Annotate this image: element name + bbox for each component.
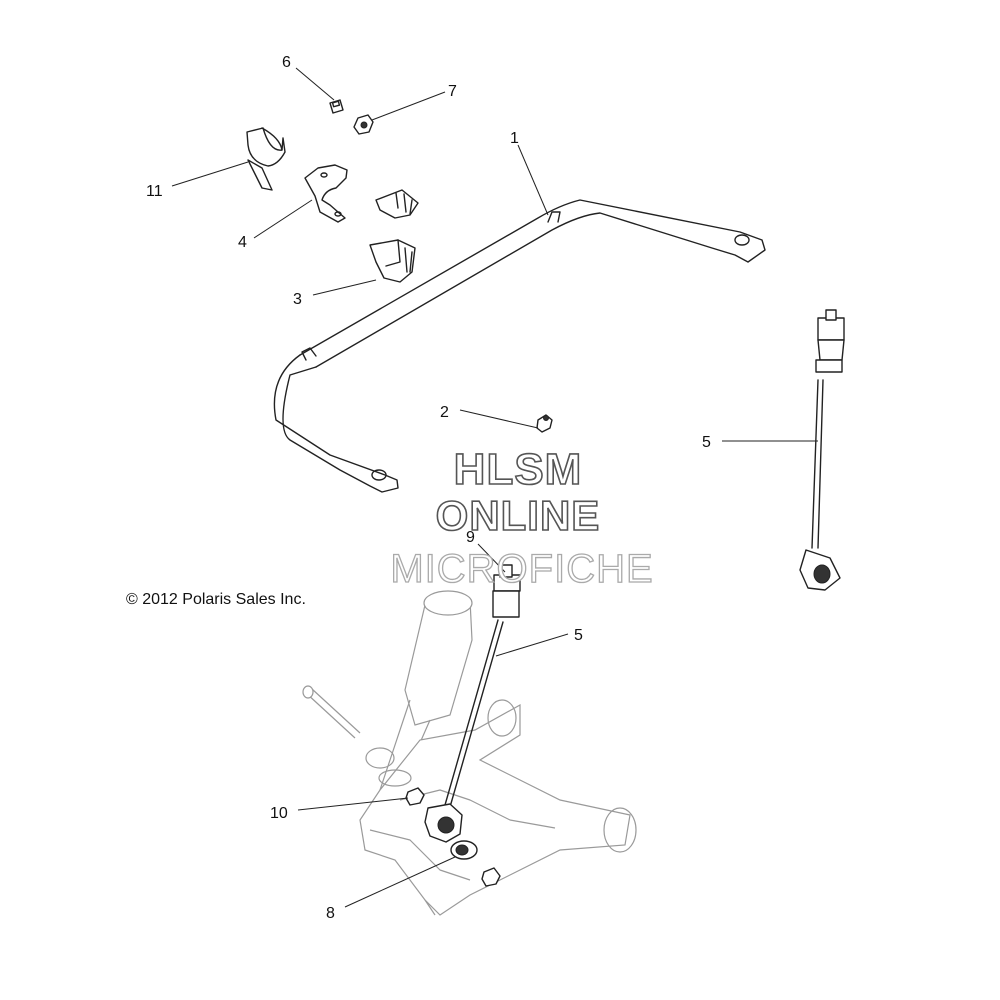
watermark-line2: ONLINE	[436, 492, 601, 539]
stabilizer-link-5-lower	[424, 564, 521, 843]
clamp-11	[246, 127, 286, 191]
callout-3: 3	[293, 291, 302, 308]
callout-5-right: 5	[702, 434, 711, 451]
callout-4: 4	[238, 234, 247, 251]
watermark-line3: MICROFICHE	[390, 547, 653, 591]
callout-11: 11	[146, 183, 163, 200]
bolt-6	[329, 99, 344, 114]
callout-5-lower: 5	[574, 627, 583, 644]
bushing-3	[369, 239, 416, 283]
copyright-text: © 2012 Polaris Sales Inc.	[126, 591, 306, 608]
stabilizer-bar	[273, 199, 766, 493]
watermark-line1: HLSM	[454, 445, 583, 494]
clamp-4	[304, 164, 348, 223]
callout-9: 9	[466, 529, 475, 546]
callout-2: 2	[440, 404, 449, 421]
nut-7	[353, 114, 374, 135]
callout-7: 7	[448, 83, 457, 100]
bushing-upper	[375, 189, 419, 219]
stabilizer-link-5-right	[799, 309, 845, 591]
leader-lines	[171, 67, 818, 908]
callout-10: 10	[270, 805, 288, 822]
washer-8	[450, 840, 501, 887]
grease-fitting-2	[536, 414, 553, 433]
callout-8: 8	[326, 905, 335, 922]
callout-6: 6	[282, 54, 291, 71]
callout-1: 1	[510, 130, 519, 147]
a-arm-assembly	[302, 590, 637, 916]
